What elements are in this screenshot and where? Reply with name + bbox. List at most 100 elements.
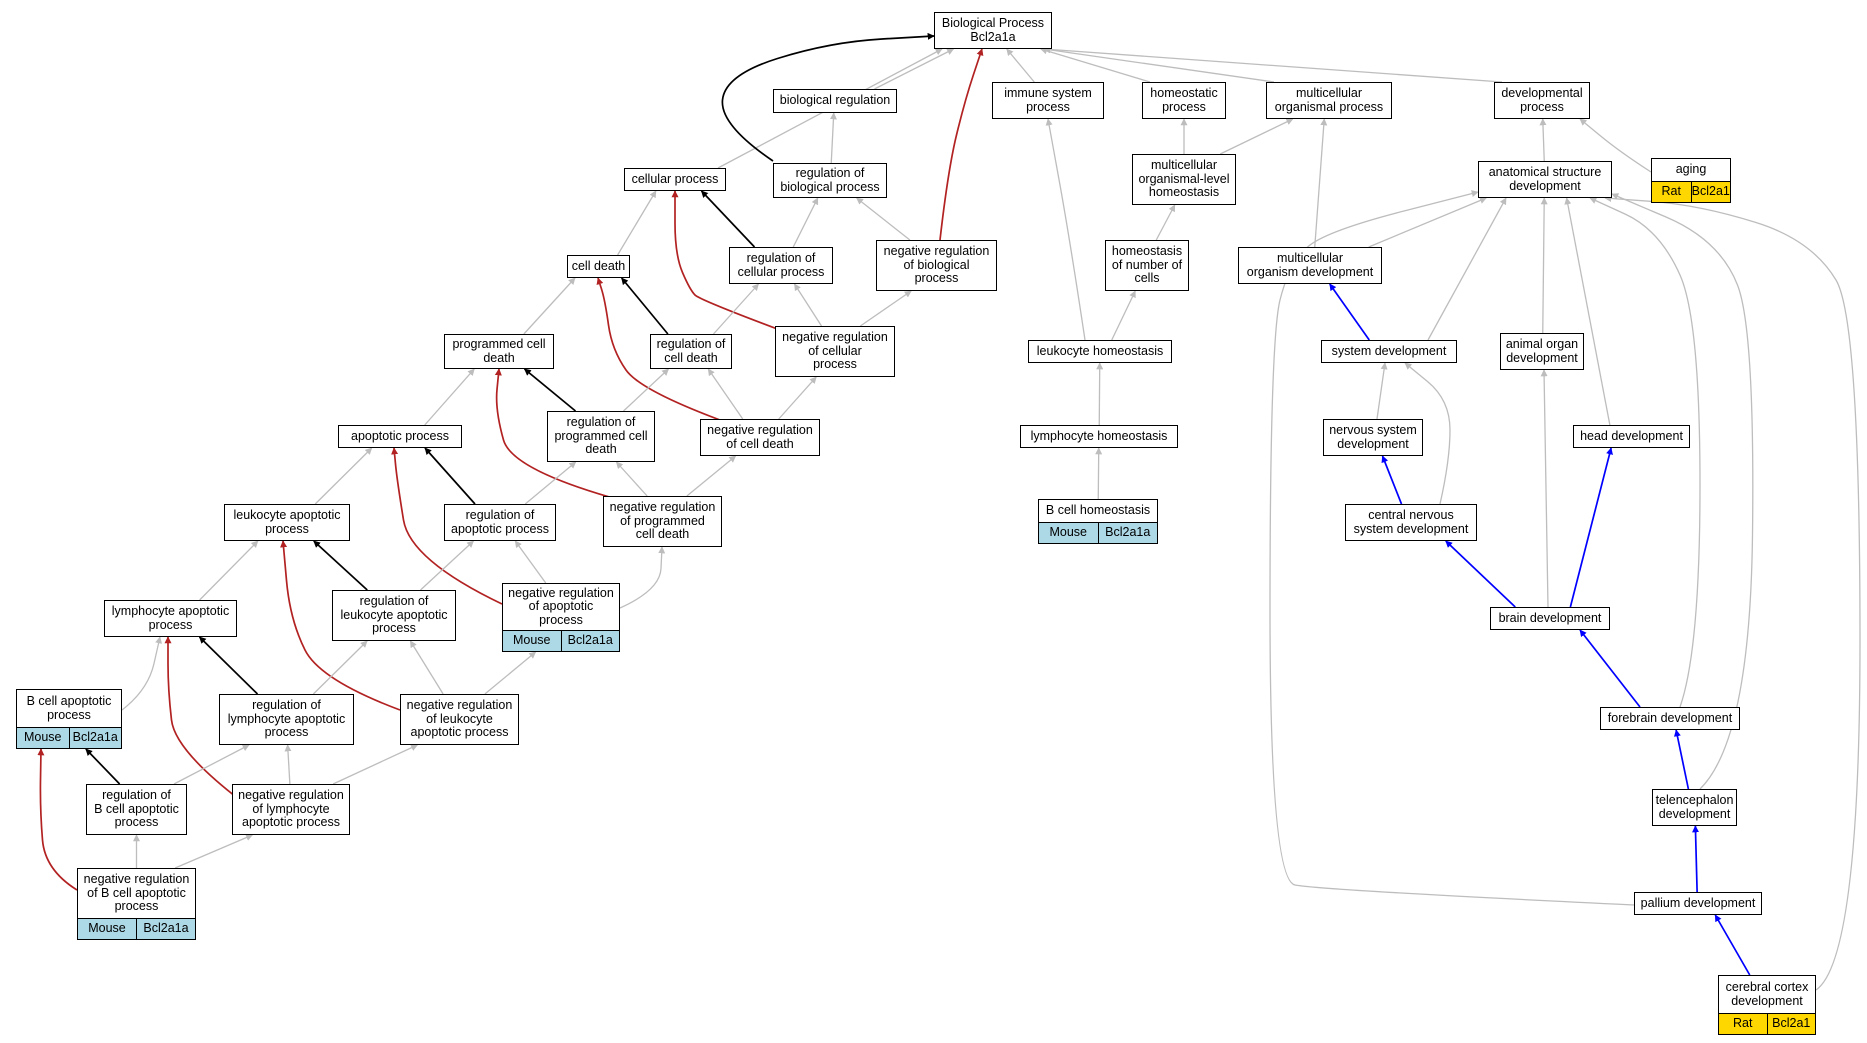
go-term-label: regulation of cell death <box>656 337 726 365</box>
edge-regulates-regbio-to-bp <box>721 32 935 162</box>
edge-is-a-negregcell-to-regcell <box>793 283 823 327</box>
go-term-homeocells[interactable]: homeostasis of number of cells <box>1105 240 1189 291</box>
go-term-regcd[interactable]: regulation of cell death <box>650 334 732 369</box>
go-term-multihomeo[interactable]: multicellular organismal-level homeostas… <box>1132 154 1236 205</box>
go-term-label: homeostatic process <box>1150 86 1218 114</box>
edge-part-of-cnsdev-to-nsdev <box>1381 455 1403 505</box>
edge-part-of-braindev-to-cnsdev <box>1445 540 1516 608</box>
go-term-reglymphapop[interactable]: regulation of lymphocyte apoptotic proce… <box>219 694 354 745</box>
edge-negatively-regulates-negregbio-to-bp <box>939 48 984 241</box>
go-term-label: regulation of programmed cell death <box>554 415 648 457</box>
edge-is-a-aging-to-devproc <box>1579 118 1652 173</box>
go-term-anatdev[interactable]: anatomical structure development <box>1478 161 1612 198</box>
species-tag: Mouse <box>78 919 136 939</box>
go-term-negreglymphapop[interactable]: negative regulation of lymphocyte apopto… <box>232 784 350 835</box>
go-term-braindev[interactable]: brain development <box>1490 607 1610 630</box>
go-term-pcd[interactable]: programmed cell death <box>444 334 554 369</box>
go-term-label: homeostasis of number of cells <box>1111 244 1183 286</box>
go-term-label: negative regulation of cellular process <box>782 330 888 372</box>
go-term-label: system development <box>1331 343 1447 358</box>
go-term-regbcellapop[interactable]: regulation of B cell apoptotic process <box>86 784 187 835</box>
edge-is-a-headdev-to-anatdev <box>1564 197 1611 426</box>
go-term-nsdev[interactable]: nervous system development <box>1323 419 1423 456</box>
edge-is-a-bcellapop-to-lymphapop <box>121 636 163 711</box>
edge-negatively-regulates-negregcell-to-cellproc <box>671 190 781 331</box>
go-term-bp[interactable]: Biological Process Bcl2a1a <box>934 12 1052 49</box>
go-term-negregcell[interactable]: negative regulation of cellular process <box>775 326 895 377</box>
edge-part-of-telen-to-forebrain <box>1673 729 1690 790</box>
edge-is-a-bcellhomeo-to-lymphhomeo <box>1095 447 1103 500</box>
go-term-negregleukapop[interactable]: negative regulation of leukocyte apoptot… <box>400 694 519 745</box>
go-term-devproc[interactable]: developmental process <box>1494 82 1590 119</box>
go-term-regbio[interactable]: regulation of biological process <box>773 163 887 198</box>
go-term-label: regulation of apoptotic process <box>451 508 549 536</box>
go-term-label: regulation of leukocyte apoptotic proces… <box>340 594 448 636</box>
edge-negatively-regulates-negreglymphapop-to-lymphapop <box>164 636 241 801</box>
go-term-telen[interactable]: telencephalon development <box>1652 789 1737 826</box>
go-term-negregpcd[interactable]: negative regulation of programmed cell d… <box>603 496 722 547</box>
go-term-pallium[interactable]: pallium development <box>1634 892 1762 915</box>
species-tag: Rat <box>1719 1014 1767 1034</box>
go-term-label: immune system process <box>1004 86 1092 114</box>
go-term-label: negative regulation of apoptotic process <box>508 585 614 627</box>
edge-is-a-immune-to-bp <box>1006 48 1035 83</box>
go-term-regpcd[interactable]: regulation of programmed cell death <box>547 411 655 462</box>
go-term-homeostatic[interactable]: homeostatic process <box>1142 82 1226 119</box>
go-term-regcell[interactable]: regulation of cellular process <box>729 247 833 284</box>
go-term-negregbcellapop[interactable]: negative regulation of B cell apoptotic … <box>77 868 196 940</box>
gene-tag: Bcl2a1a <box>560 631 619 651</box>
go-term-apop[interactable]: apoptotic process <box>338 425 462 448</box>
go-term-label: negative regulation of leukocyte apoptot… <box>406 698 513 740</box>
go-term-negregapop[interactable]: negative regulation of apoptotic process… <box>502 583 620 652</box>
go-term-regleukapop[interactable]: regulation of leukocyte apoptotic proces… <box>332 590 456 641</box>
go-term-label: animal organ development <box>1505 337 1579 365</box>
go-term-label: forebrain development <box>1607 710 1733 725</box>
go-term-label: apoptotic process <box>351 428 449 443</box>
edge-regulates-regbcellapop-to-bcellapop <box>85 748 121 785</box>
go-term-regapop[interactable]: regulation of apoptotic process <box>444 504 556 541</box>
go-term-label: biological regulation <box>779 93 891 108</box>
go-term-lymphapop[interactable]: lymphocyte apoptotic process <box>104 600 237 637</box>
go-term-leukapop[interactable]: leukocyte apoptotic process <box>224 504 350 541</box>
go-term-multidev[interactable]: multicellular organism development <box>1238 247 1382 284</box>
edge-regulates-regcd-to-celldeath <box>620 277 669 335</box>
go-term-sysdev[interactable]: system development <box>1321 340 1457 363</box>
go-term-leukhomeo[interactable]: leukocyte homeostasis <box>1028 340 1172 363</box>
edge-is-a-negreglymphapop-to-reglymphapop <box>284 744 292 785</box>
edge-is-a-sysdev-to-anatdev <box>1427 197 1507 341</box>
go-term-cellproc[interactable]: cellular process <box>624 168 726 191</box>
go-term-negregcd[interactable]: negative regulation of cell death <box>700 419 820 456</box>
go-term-headdev[interactable]: head development <box>1573 425 1690 448</box>
go-term-label: cell death <box>571 258 626 273</box>
go-term-label: regulation of B cell apoptotic process <box>94 788 179 830</box>
go-term-label: lymphocyte homeostasis <box>1030 428 1168 443</box>
go-term-label: multicellular organismal process <box>1274 86 1384 114</box>
go-term-label: telencephalon development <box>1655 793 1734 821</box>
edge-is-a-cortex-to-anatdev <box>1604 194 1861 991</box>
go-term-cnsdev[interactable]: central nervous system development <box>1345 504 1477 541</box>
go-term-organdev[interactable]: animal organ development <box>1500 333 1584 370</box>
go-term-label: leukocyte homeostasis <box>1036 343 1164 358</box>
edge-negatively-regulates-negregapop-to-apop <box>391 447 503 605</box>
go-term-forebrain[interactable]: forebrain development <box>1600 707 1740 730</box>
go-term-celldeath[interactable]: cell death <box>567 255 630 278</box>
go-term-label: aging <box>1675 162 1707 177</box>
go-term-label: negative regulation of lymphocyte apopto… <box>238 788 344 830</box>
go-term-negregbio[interactable]: negative regulation of biological proces… <box>876 240 997 291</box>
edge-negatively-regulates-negregleukapop-to-leukapop <box>280 540 401 711</box>
go-term-bioreg[interactable]: biological regulation <box>773 89 897 113</box>
edge-is-a-negreglymphapop-to-negregleukapop <box>332 744 419 785</box>
go-term-label: multicellular organism development <box>1246 251 1374 279</box>
go-term-immune[interactable]: immune system process <box>992 82 1104 119</box>
go-term-lymphhomeo[interactable]: lymphocyte homeostasis <box>1020 425 1178 448</box>
edge-negatively-regulates-negregpcd-to-pcd <box>494 368 621 501</box>
go-term-multiorg[interactable]: multicellular organismal process <box>1266 82 1392 119</box>
